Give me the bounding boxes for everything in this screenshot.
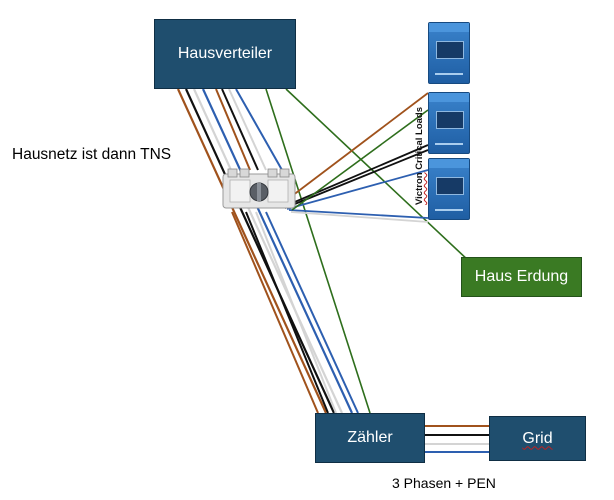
wire-brown-verteiler-zaehler (176, 88, 328, 414)
zaehler-label: Zähler (347, 429, 393, 446)
victron-inverter-icon (428, 22, 470, 84)
wire-brown-switch-zaehler (231, 211, 319, 414)
wire-black-verteiler-zaehler (184, 88, 336, 414)
haus-erdung-node: Haus Erdung (461, 257, 582, 297)
grid-label: Grid (522, 429, 553, 447)
wire-grey-verteiler-switch (228, 88, 267, 171)
wire-earth-verteiler-zaehler (265, 88, 371, 414)
wire-black-switch-inverter (282, 144, 429, 208)
transfer-switch-icon (222, 168, 296, 209)
wire-grey-switch-zaehler (255, 211, 337, 414)
hausverteiler-node: Hausverteiler (154, 19, 296, 89)
wire-grey-verteiler-zaehler (192, 88, 344, 414)
victron-word: Victron (414, 172, 425, 205)
wire-blue-verteiler-switch (235, 88, 283, 171)
haus-erdung-label: Haus Erdung (474, 268, 569, 285)
victron-inverter-icon (428, 92, 470, 154)
wire-blue2-switch-inverter (288, 209, 429, 219)
hausverteiler-label: Hausverteiler (177, 45, 273, 62)
wire-black-switch-zaehler (245, 211, 329, 414)
critical-loads-word: Critical Loads (414, 106, 425, 173)
wire-earth-verteiler-erdung (285, 88, 471, 263)
hausnetz-note: Hausnetz ist dann TNS (12, 146, 172, 163)
wire-brown-verteiler-switch (215, 88, 251, 171)
wire-earth-switch-inverter (291, 109, 429, 211)
victron-critical-loads-label: Victron Critical Loads (414, 107, 425, 205)
grid-node: Grid (489, 416, 586, 461)
wire-brown-switch-inverter (279, 92, 429, 206)
wire-blue-switch-inverter (286, 169, 429, 210)
wire-blue-verteiler-zaehler (202, 88, 353, 414)
wire-grey-switch-inverter (290, 211, 429, 223)
wire-black-verteiler-switch (221, 88, 259, 171)
zaehler-node: Zähler (315, 413, 425, 463)
victron-inverter-icon (428, 158, 470, 220)
wire-blue-switch-zaehler (265, 211, 359, 414)
phasen-pen-label: 3 Phasen + PEN (392, 475, 496, 491)
